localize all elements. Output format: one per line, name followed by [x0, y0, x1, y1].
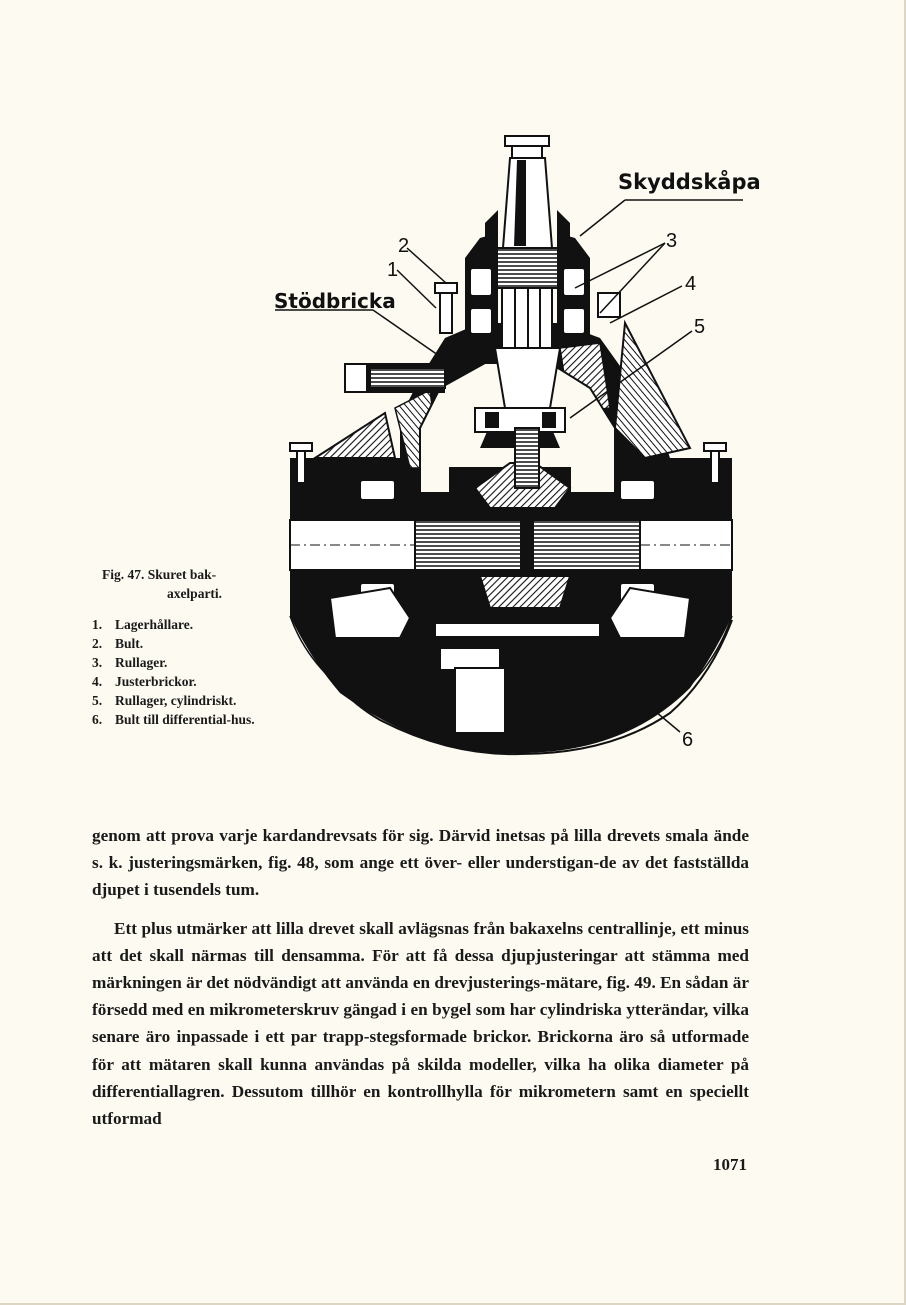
paragraph-2: Ett plus utmärker att lilla drevet skall… — [92, 918, 749, 1129]
label-skyddskapa: Skyddskåpa — [618, 169, 760, 194]
caption-legend-list: 1.Lagerhållare. 2.Bult. 3.Rullager. 4.Ju… — [92, 615, 267, 729]
label-2: 2 — [398, 235, 409, 257]
caption-title-line1: Fig. 47. Skuret bak- — [102, 567, 217, 582]
caption-title-line2: axelparti. — [166, 586, 223, 601]
label-stodbricka: Stödbricka — [274, 289, 396, 313]
cutaway-drawing: Skyddskåpa Stödbricka 2 1 3 4 5 6 — [274, 135, 760, 756]
legend-item: 3.Rullager. — [92, 655, 168, 670]
rear-axle-cutaway-figure: Skyddskåpa Stödbricka 2 1 3 4 5 6 — [270, 128, 760, 758]
label-1: 1 — [387, 259, 398, 281]
legend-item: 1.Lagerhållare. — [92, 617, 194, 632]
legend-item: 5.Rullager, cylindriskt. — [92, 693, 237, 708]
housing-bowl — [290, 616, 732, 754]
body-text: genom att prova varje kardandrevsats för… — [92, 822, 749, 1143]
page-number: 1071 — [713, 1155, 747, 1174]
legend-item: 6.Bult till differential-hus. — [92, 712, 255, 727]
paragraph-1: genom att prova varje kardandrevsats för… — [92, 826, 749, 900]
legend-item: 4.Justerbrickor. — [92, 674, 197, 689]
figure-caption: Fig. 47. Skuret bak- axelparti. 1.Lagerh… — [92, 565, 267, 729]
label-5: 5 — [694, 316, 705, 338]
legend-item: 2.Bult. — [92, 636, 144, 651]
label-4: 4 — [685, 273, 696, 295]
label-3: 3 — [666, 230, 677, 252]
label-6: 6 — [682, 729, 693, 751]
caption-title: Fig. 47. Skuret bak- axelparti. — [92, 565, 267, 603]
